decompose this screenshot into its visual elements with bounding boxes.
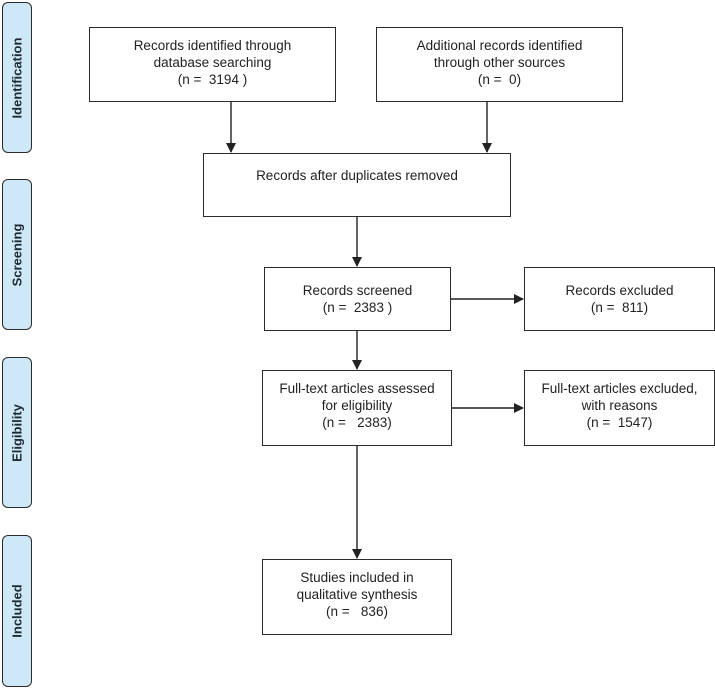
phase-included: Included [2,535,32,687]
fulltext-excluded-count: (n = 1547) [586,415,653,430]
records-excluded-count: (n = 811) [590,300,649,315]
phase-identification: Identification [2,2,32,153]
other-sources-line2: through other sources [433,55,566,70]
box-duplicates-removed: Records after duplicates removed [203,153,511,217]
records-screened-label: Records screened [302,283,413,298]
box-records-excluded: Records excluded (n = 811) [524,267,715,331]
box-other-sources: Additional records identified through ot… [376,27,623,102]
box-database-search: Records identified through database sear… [89,27,336,102]
fulltext-excluded-line1: Full-text articles excluded, [541,381,698,396]
fulltext-assessed-count: (n = 2383) [322,415,392,430]
database-search-line2: database searching [153,55,272,70]
box-records-screened: Records screened (n = 2383 ) [264,267,451,331]
records-excluded-label: Records excluded [565,283,674,298]
box-studies-included: Studies included in qualitative synthesi… [262,559,452,635]
records-screened-count: (n = 2383 ) [322,300,393,315]
fulltext-assessed-line1: Full-text articles assessed [279,381,435,396]
phase-screening: Screening [2,179,32,330]
studies-included-count: (n = 836) [326,604,388,619]
fulltext-assessed-line2: for eligibility [321,398,393,413]
duplicates-removed-label: Records after duplicates removed [256,168,458,183]
box-fulltext-excluded: Full-text articles excluded, with reason… [524,370,715,446]
box-fulltext-assessed: Full-text articles assessed for eligibil… [262,370,452,446]
other-sources-line1: Additional records identified [416,38,583,53]
studies-included-line1: Studies included in [300,570,414,585]
database-search-line1: Records identified through [133,38,292,53]
studies-included-line2: qualitative synthesis [296,587,418,602]
database-search-count: (n = 3194 ) [177,72,248,87]
phase-eligibility: Eligibility [2,357,32,508]
fulltext-excluded-line2: with reasons [581,398,658,413]
other-sources-count: (n = 0) [477,72,522,87]
